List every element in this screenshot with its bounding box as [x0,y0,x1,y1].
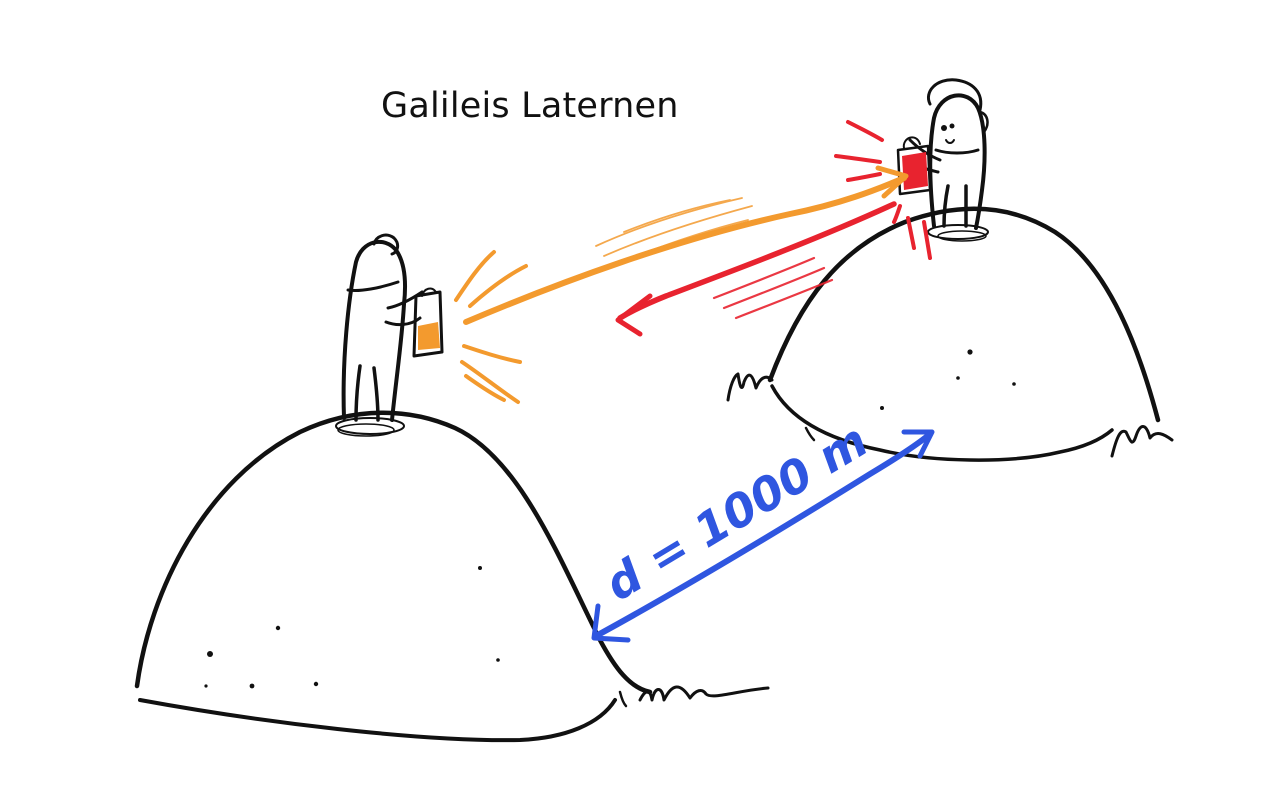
right-lantern-glow [834,120,932,260]
distance-label: d = 1000 m [596,413,877,611]
diagram-title: Galileis Laternen [381,86,679,126]
distance-arrow [591,429,935,643]
left-lantern-glow [454,250,528,404]
orange-light-ray [463,165,909,325]
right-person [896,78,989,242]
red-light-ray [615,201,897,337]
left-person [335,233,444,437]
